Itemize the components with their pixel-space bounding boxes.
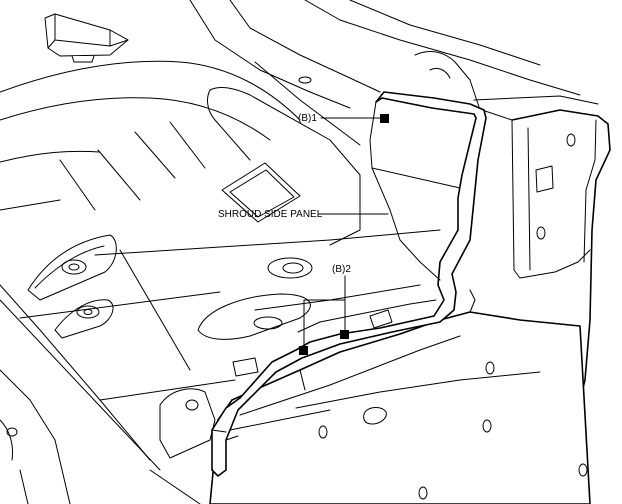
shroud-side-panel-label: SHROUD SIDE PANEL <box>218 209 323 220</box>
leader-lines <box>303 117 389 350</box>
b2-label: (B)2 <box>332 264 351 275</box>
b2-marker-right <box>340 330 349 339</box>
b2-leader-left <box>303 275 346 350</box>
background-structure <box>0 0 581 504</box>
shroud-side-panel <box>211 91 487 477</box>
b2-marker-left <box>299 346 308 355</box>
top-left-clip <box>44 13 129 63</box>
front-floor-section <box>209 289 591 504</box>
b1-label: (B)1 <box>298 113 317 124</box>
b1-marker <box>380 114 389 123</box>
